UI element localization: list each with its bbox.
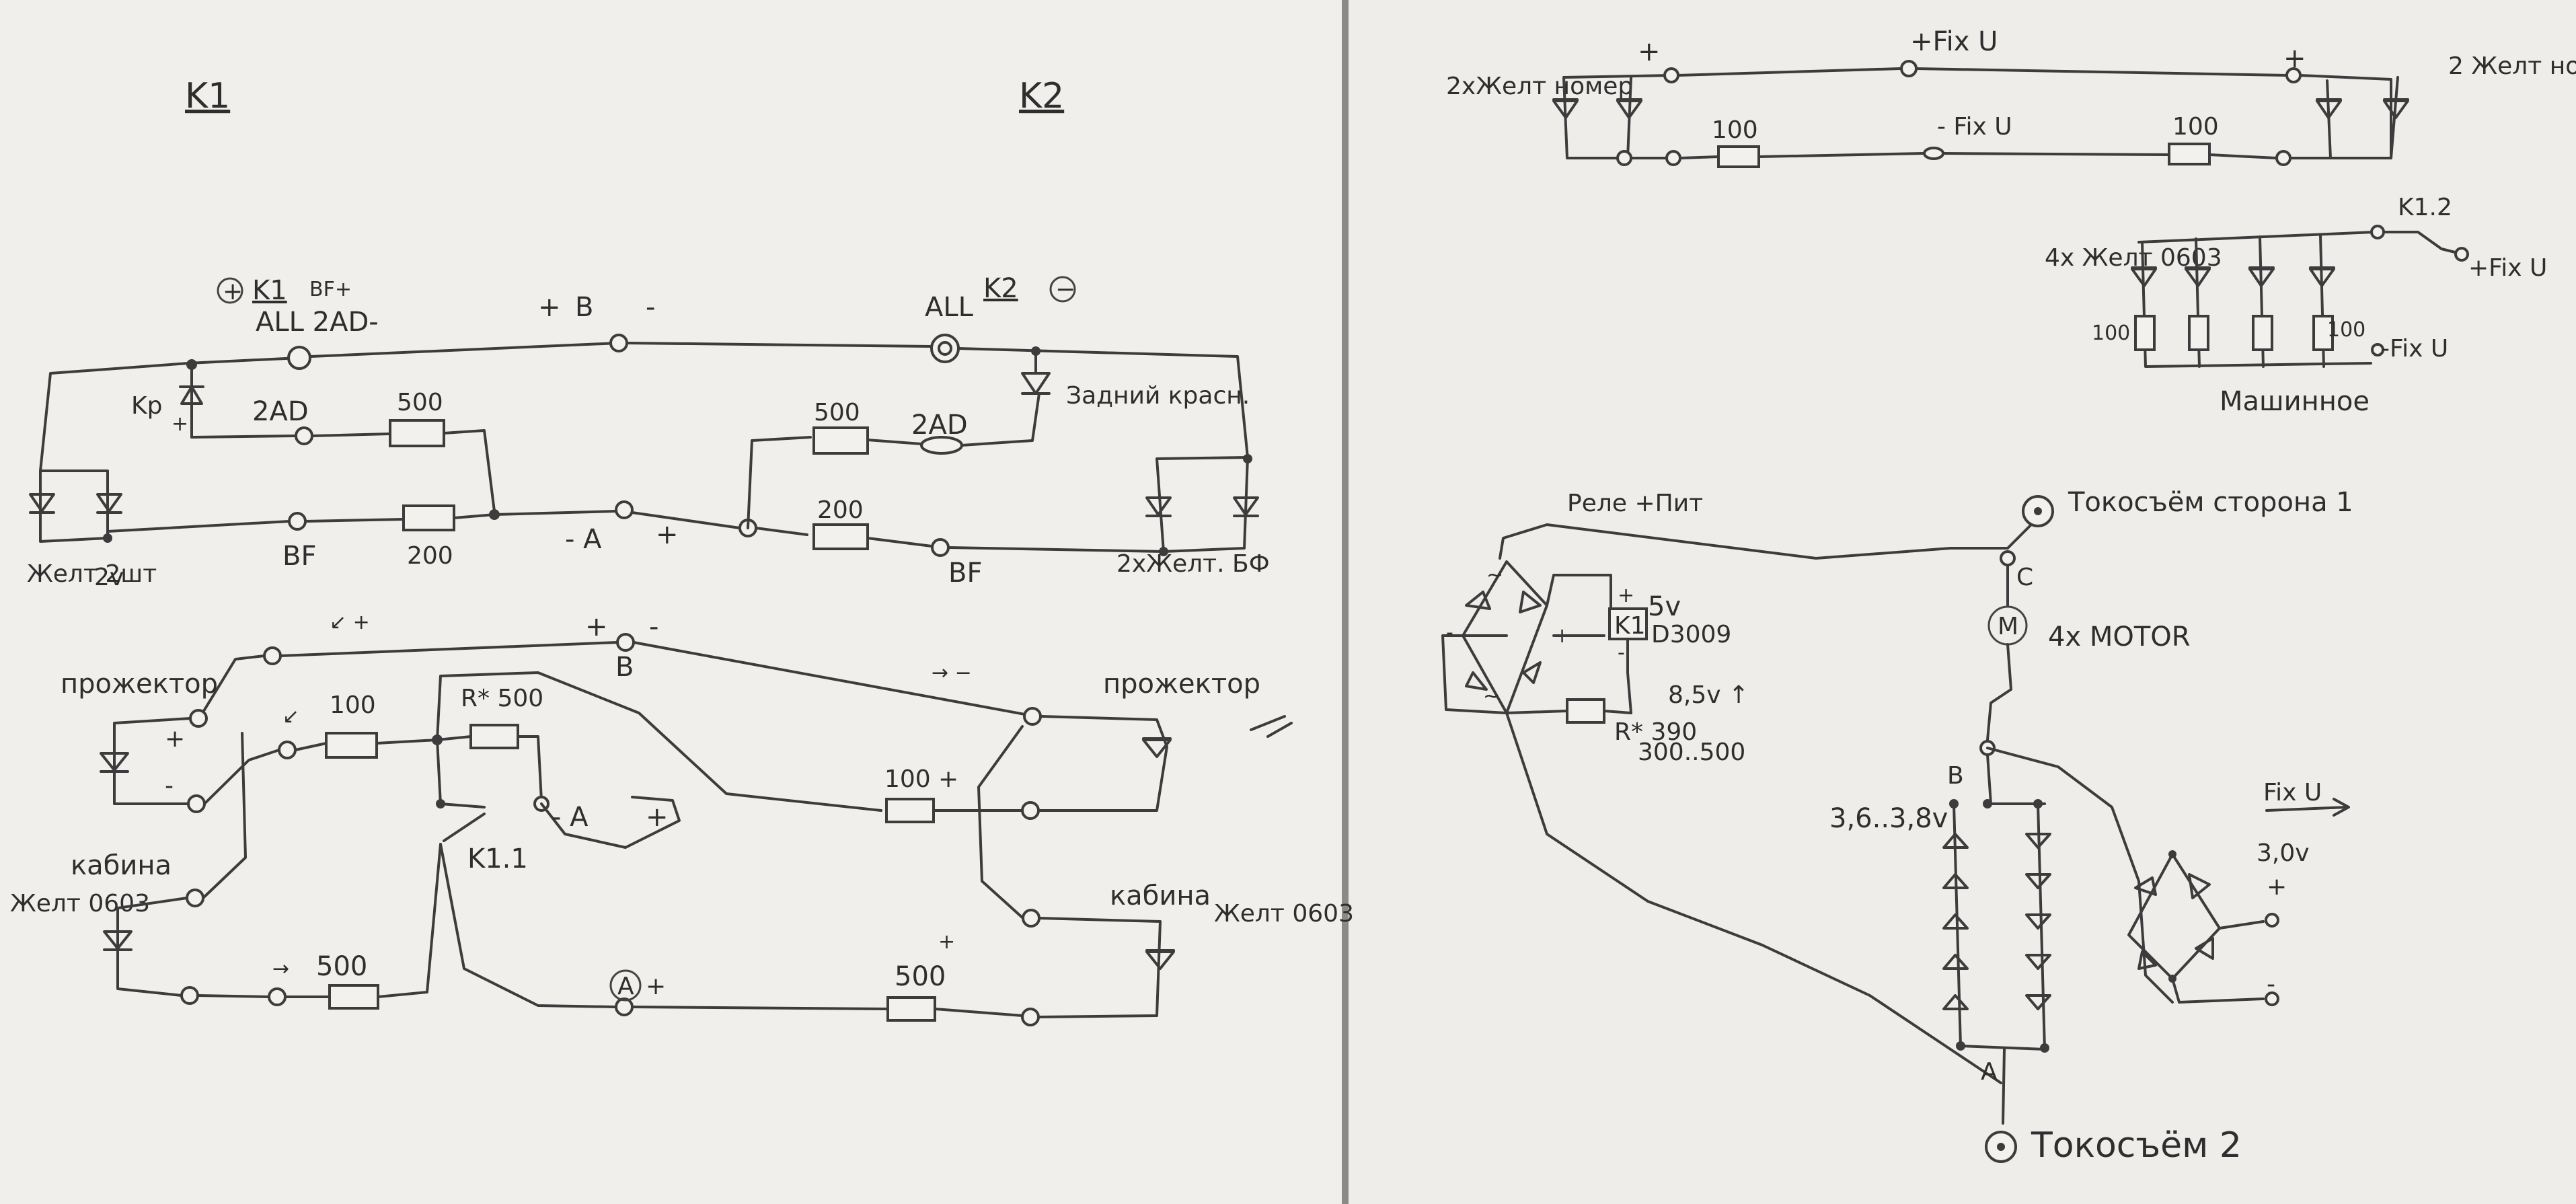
svg-text:-: - [165,772,174,800]
fix-u-plus: +Fix U [1910,26,1998,57]
svg-text:-: - [2267,971,2275,998]
b-label: B [1947,762,1964,790]
a-label: A [1981,1058,1998,1086]
fix-u-arrow-label: Fix U [2263,779,2322,806]
r100-c: 100 [2092,322,2130,345]
sheet-gap [1342,0,1349,1204]
r100-nomer-a: 100 [1712,116,1758,144]
svg-text:↙ +: ↙ + [330,611,370,634]
motor-label: 4х MOTOR [2048,622,2191,652]
rele-pit-label: Реле +Пит [1567,490,1703,517]
svg-text:+: + [172,412,188,436]
v85-label: 8,5v ↑ [1668,681,1749,709]
two-zhelt-bf: 2хЖелт. БФ [1116,550,1270,578]
b-mid-plus: + [585,611,608,642]
v2-label: 2v [94,564,124,591]
r100-d: 100 [2327,318,2365,342]
svg-text:+: + [938,930,955,954]
proj-left-label: прожектор [61,669,218,700]
b-top-label: B [575,292,593,323]
zadniy-krasn: Задний красн. [1066,382,1250,410]
k1-heading: K1 [185,76,230,116]
r200-b: 200 [817,496,864,524]
v3-label: 3,0v [2257,839,2310,867]
r500-c: 500 [316,951,367,982]
minus-a2-label: - A [552,802,589,833]
all-2ad-label: ALL 2AD- [256,307,379,338]
svg-text:↙: ↙ [282,705,299,728]
svg-text:-: - [1446,621,1453,644]
zad-right-label: 2AD [911,410,968,441]
bf-left-label: BF [282,541,316,572]
left-schematic: K1 K2 + K1 BF+ ALL 2AD- + B - ALL K2 − K… [10,76,1354,1026]
svg-text:+: + [2267,873,2287,901]
svg-text:~: ~ [1483,685,1500,708]
left-paper-sheet [0,0,1342,1204]
k12-label: K1.2 [2398,194,2452,221]
m-label: M [1998,613,2018,640]
zhelt-0603-right: Желт 0603 [1214,900,1354,928]
d3009-label: D3009 [1651,621,1731,648]
kabina-left-label: кабина [71,850,172,881]
takosem1-label: Токосъём сторона 1 [2068,487,2353,518]
kr-label: Kp [131,392,162,420]
b-top-minus: - [646,292,655,323]
r500-b: 500 [814,399,860,426]
zhelt-0603-left: Желт 0603 [10,890,150,917]
bf-plus-label: BF+ [309,278,352,301]
r100-a: 100 [330,691,376,719]
right-schematic: +Fix U 2хЖелт номер + 100 - Fix U 100 [1441,26,2576,1166]
plus-node-label: + [1638,36,1661,67]
bf-right-label: BF [948,558,982,589]
plus-small-left: + [165,725,185,753]
r390-label: R* 390 [1614,718,1697,746]
a-circle-label: A [617,973,634,1000]
a-plus-label: + [646,973,666,1000]
c-label: C [2016,564,2033,591]
zad-label: 2AD [252,396,309,427]
two-zhelt-nomer-right: 2 Желт номер [2448,52,2576,80]
r100-nomer-b: 100 [2172,113,2219,141]
b-mid-minus: - [649,611,658,642]
r-star-500: R* 500 [461,685,543,712]
v36-38-label: 3,6..3,8v [1829,803,1948,834]
k2-heading: K2 [1019,76,1064,116]
r200-a: 200 [407,542,453,570]
kabina-right-label: кабина [1110,880,1211,911]
svg-text:+: + [1618,584,1634,607]
svg-text:~: ~ [1486,564,1503,587]
k1-label-top: K1 [252,275,287,306]
svg-text:-: - [1618,641,1625,665]
plus-after-a: + [656,519,679,550]
zhelt-2sht: Желт 2шт [27,560,157,588]
svg-text:→: → [272,957,289,981]
minus-a-label: - A [565,524,602,555]
svg-text:+: + [2283,43,2306,74]
k2-minus-sign: − [1055,276,1075,303]
k2-label-top: K2 [983,273,1018,304]
mashinnoe-label: Машинное [2220,386,2370,417]
r100-b: 100 [884,765,931,793]
r500-d: 500 [895,961,946,992]
k1-plus-sign: + [223,278,243,305]
right-paper-sheet [1349,0,2576,1204]
takosem2-label: Токосъём 2 [2031,1125,2242,1166]
v5-label: 5v [1648,591,1681,622]
b-mid-label: B [615,652,634,683]
minus-fix-u-2: -Fix U [2381,335,2448,363]
k1-relay-label: K1 [1614,612,1646,640]
r300-500-label: 300..500 [1638,739,1745,766]
arrow-minus: → − [932,661,972,685]
k11-label: K1.1 [467,843,528,874]
proj-right-label: прожектор [1103,669,1260,700]
plus-fix-u-2: +Fix U [2468,254,2547,282]
r500-a: 500 [397,389,443,416]
minus-fix-u-label: - Fix U [1937,113,2012,141]
b-top-plus: + [538,292,561,323]
plus-a2-label: + [646,802,669,833]
r100-b-plus: + [938,765,958,793]
all-k2-label: ALL [925,292,974,323]
